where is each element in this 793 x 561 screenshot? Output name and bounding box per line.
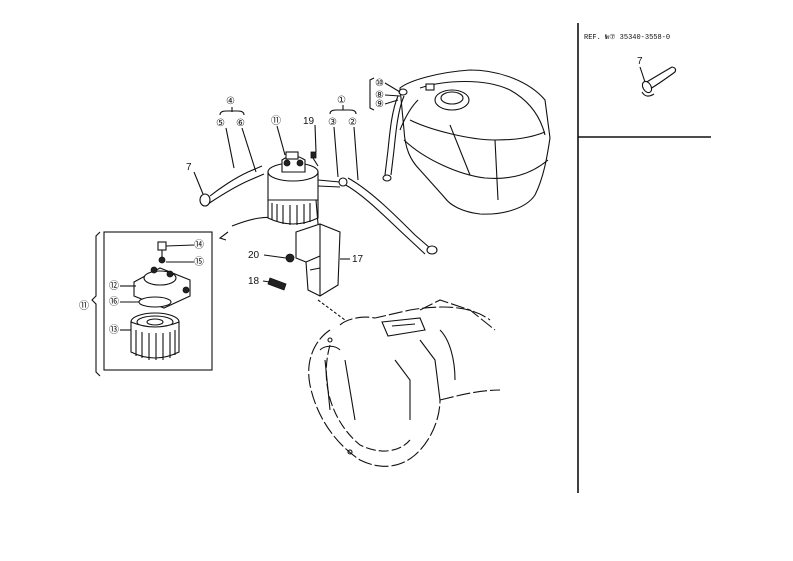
label-2: ② — [348, 117, 357, 128]
label-1: ① — [337, 95, 346, 106]
label-6: ⑥ — [236, 118, 245, 129]
label-10: ⑩ — [375, 78, 384, 89]
label-7-inset: 7 — [637, 56, 643, 67]
label-9: ⑨ — [375, 99, 384, 110]
filter-detail-box — [91, 231, 213, 377]
leader-lines — [120, 77, 401, 331]
fuel-filter-assembly — [267, 151, 319, 225]
reference-number: REF. №⑦ 35340-3558-0 — [584, 33, 670, 42]
fuel-tank — [399, 69, 551, 215]
label-13: ⑬ — [109, 324, 119, 336]
label-16: ⑯ — [109, 296, 119, 308]
label-8: ⑧ — [375, 90, 384, 101]
label-20: 20 — [248, 250, 260, 261]
engine-housing — [308, 299, 501, 467]
inset-hose-7: 7 — [637, 56, 677, 97]
label-11-detail: ⑪ — [79, 300, 89, 312]
label-3: ③ — [328, 117, 337, 128]
label-11: ⑪ — [271, 115, 281, 127]
label-14: ⑭ — [194, 239, 204, 251]
part-labels: ④ ⑤ ⑥ ⑪ 19 ① ③ ② 7 ⑩ ⑧ ⑨ 17 18 20 ⑭ ⑮ ⑫ … — [79, 78, 384, 336]
label-19: 19 — [303, 116, 315, 127]
label-4: ④ — [226, 96, 235, 107]
label-15: ⑮ — [194, 256, 204, 268]
label-17: 17 — [352, 254, 364, 265]
bracket-17 — [295, 199, 341, 297]
label-5: ⑤ — [216, 118, 225, 129]
label-12: ⑫ — [109, 280, 119, 292]
label-18: 18 — [248, 276, 260, 287]
label-7: 7 — [186, 162, 192, 173]
reference-panel: REF. №⑦ 35340-3558-0 — [577, 23, 711, 493]
bolts — [267, 253, 295, 291]
